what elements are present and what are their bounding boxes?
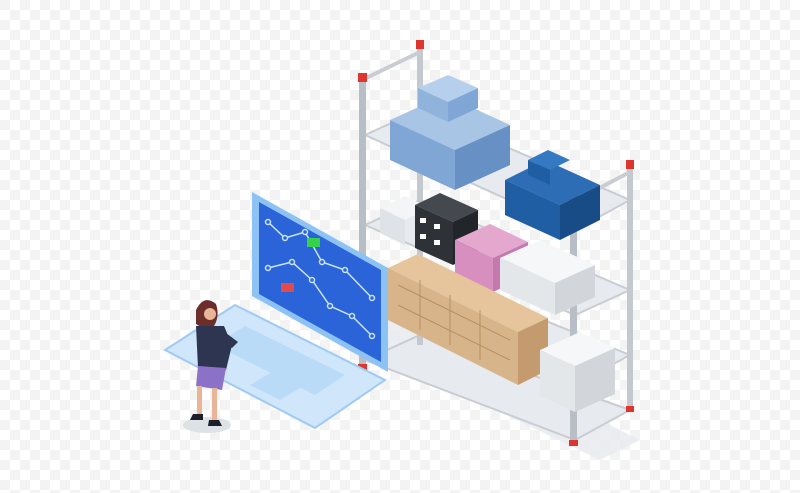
- rack-cap-3: [626, 160, 634, 169]
- rack-post-back-right: [627, 165, 633, 410]
- laptop-screen: [259, 202, 381, 362]
- laptop: [163, 192, 388, 430]
- rack-foot-3: [626, 406, 634, 412]
- light-blue-box-stack: [390, 75, 510, 190]
- person-skirt: [196, 366, 226, 390]
- rack-cap-1: [416, 40, 424, 49]
- screen-green-flag: [307, 238, 320, 247]
- rack-rail-top-left: [361, 50, 421, 82]
- rack-foot-1: [358, 364, 367, 370]
- person-shadow: [183, 417, 231, 433]
- person-jacket: [196, 326, 232, 370]
- person-arm: [220, 330, 238, 348]
- person-leg-left: [197, 386, 202, 416]
- laptop-keyboard: [215, 326, 345, 395]
- screen-chart-line-2: [267, 261, 373, 337]
- rack-post-back-left: [417, 45, 423, 345]
- person-shoe-right: [208, 420, 222, 426]
- screen-red-flag: [281, 283, 294, 292]
- white-box-large-lower: [540, 332, 615, 412]
- analyst-person: [183, 300, 238, 433]
- person-face: [204, 308, 216, 320]
- person-shoe-left: [190, 414, 203, 420]
- dark-blue-box-stack: [505, 150, 600, 240]
- rack-post-front-left: [359, 78, 366, 368]
- rack-foot-2: [569, 440, 578, 446]
- laptop-trackpad: [250, 370, 305, 400]
- white-box-large-upper: [500, 240, 595, 315]
- person-leg-right: [212, 388, 217, 422]
- rack-cap-2: [358, 73, 367, 82]
- rack-post-front-right: [570, 200, 577, 445]
